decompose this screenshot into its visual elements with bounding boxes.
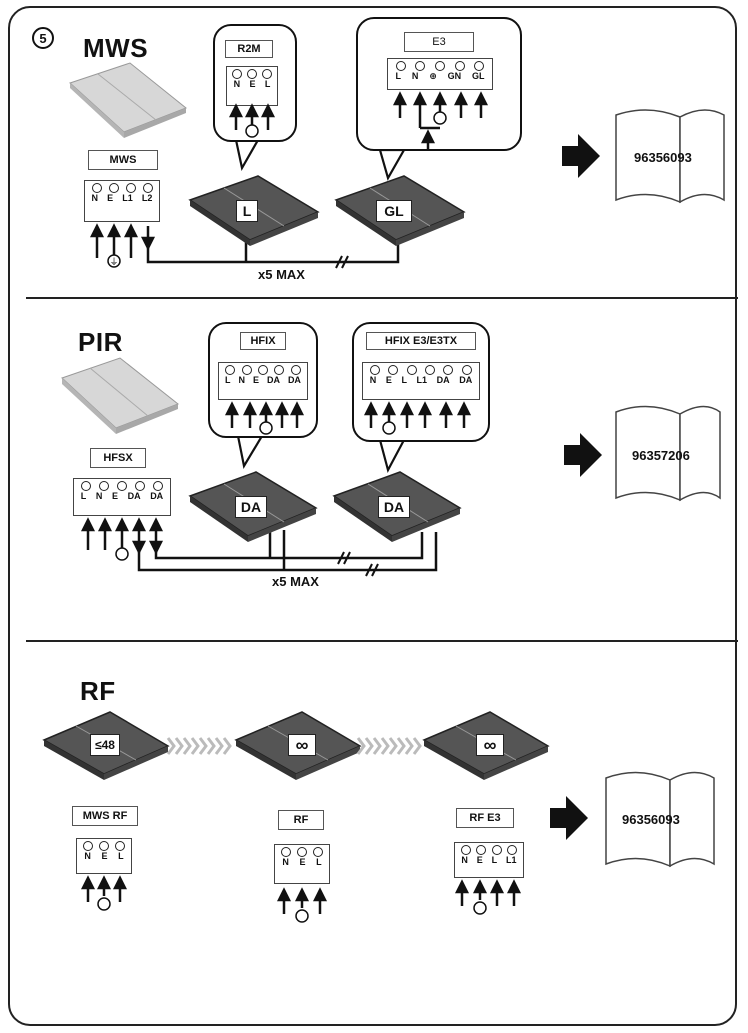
- rf-manual-number: 96356093: [622, 812, 680, 827]
- open-book-icon: [605, 771, 715, 868]
- right-arrow-icon: [562, 134, 600, 178]
- mws-title: MWS: [83, 33, 149, 63]
- hfix-label: HFIX: [240, 332, 286, 350]
- right-arrow-icon: [550, 796, 588, 840]
- rf-device-label: RF: [278, 810, 324, 830]
- diagram-frame: [8, 6, 737, 1026]
- step-number: 5: [32, 27, 54, 49]
- e3-label: E3: [404, 32, 474, 52]
- mws-rf-label: MWS RF: [72, 806, 138, 826]
- rf-panel1-label: ≤48: [90, 734, 120, 756]
- rf-title: RF: [80, 676, 116, 706]
- section-divider-1: [26, 297, 738, 299]
- mws-panel2-label: GL: [376, 200, 412, 222]
- open-book-icon: [615, 405, 721, 502]
- mws-panel1-label: L: [236, 200, 258, 222]
- rf-panel3-label: ∞: [476, 734, 504, 756]
- hfix-e3-label: HFIX E3/E3TX: [366, 332, 476, 350]
- mws-manual-number: 96356093: [634, 150, 692, 165]
- pir-title: PIR: [78, 327, 123, 357]
- r2m-label: R2M: [225, 40, 273, 58]
- pir-manual-number: 96357206: [632, 448, 690, 463]
- light-tile-icon: [61, 357, 179, 434]
- section-divider-2: [26, 640, 738, 642]
- pir-panel2-label: DA: [378, 496, 410, 518]
- chevron-chain-icon: [356, 737, 422, 755]
- open-book-icon: [615, 109, 725, 204]
- right-arrow-icon: [564, 433, 602, 477]
- rf-e3-label: RF E3: [456, 808, 514, 828]
- pir-max-label: x5 MAX: [272, 574, 319, 589]
- pir-panel1-label: DA: [235, 496, 267, 518]
- rf-panel2-label: ∞: [288, 734, 316, 756]
- light-tile-icon: [69, 62, 187, 138]
- mws-sensor-label: MWS: [88, 150, 158, 170]
- hfsx-label: HFSX: [90, 448, 146, 468]
- mws-max-label: x5 MAX: [258, 267, 305, 282]
- chevron-chain-icon: [166, 737, 232, 755]
- svg-text:⏚: ⏚: [109, 257, 118, 268]
